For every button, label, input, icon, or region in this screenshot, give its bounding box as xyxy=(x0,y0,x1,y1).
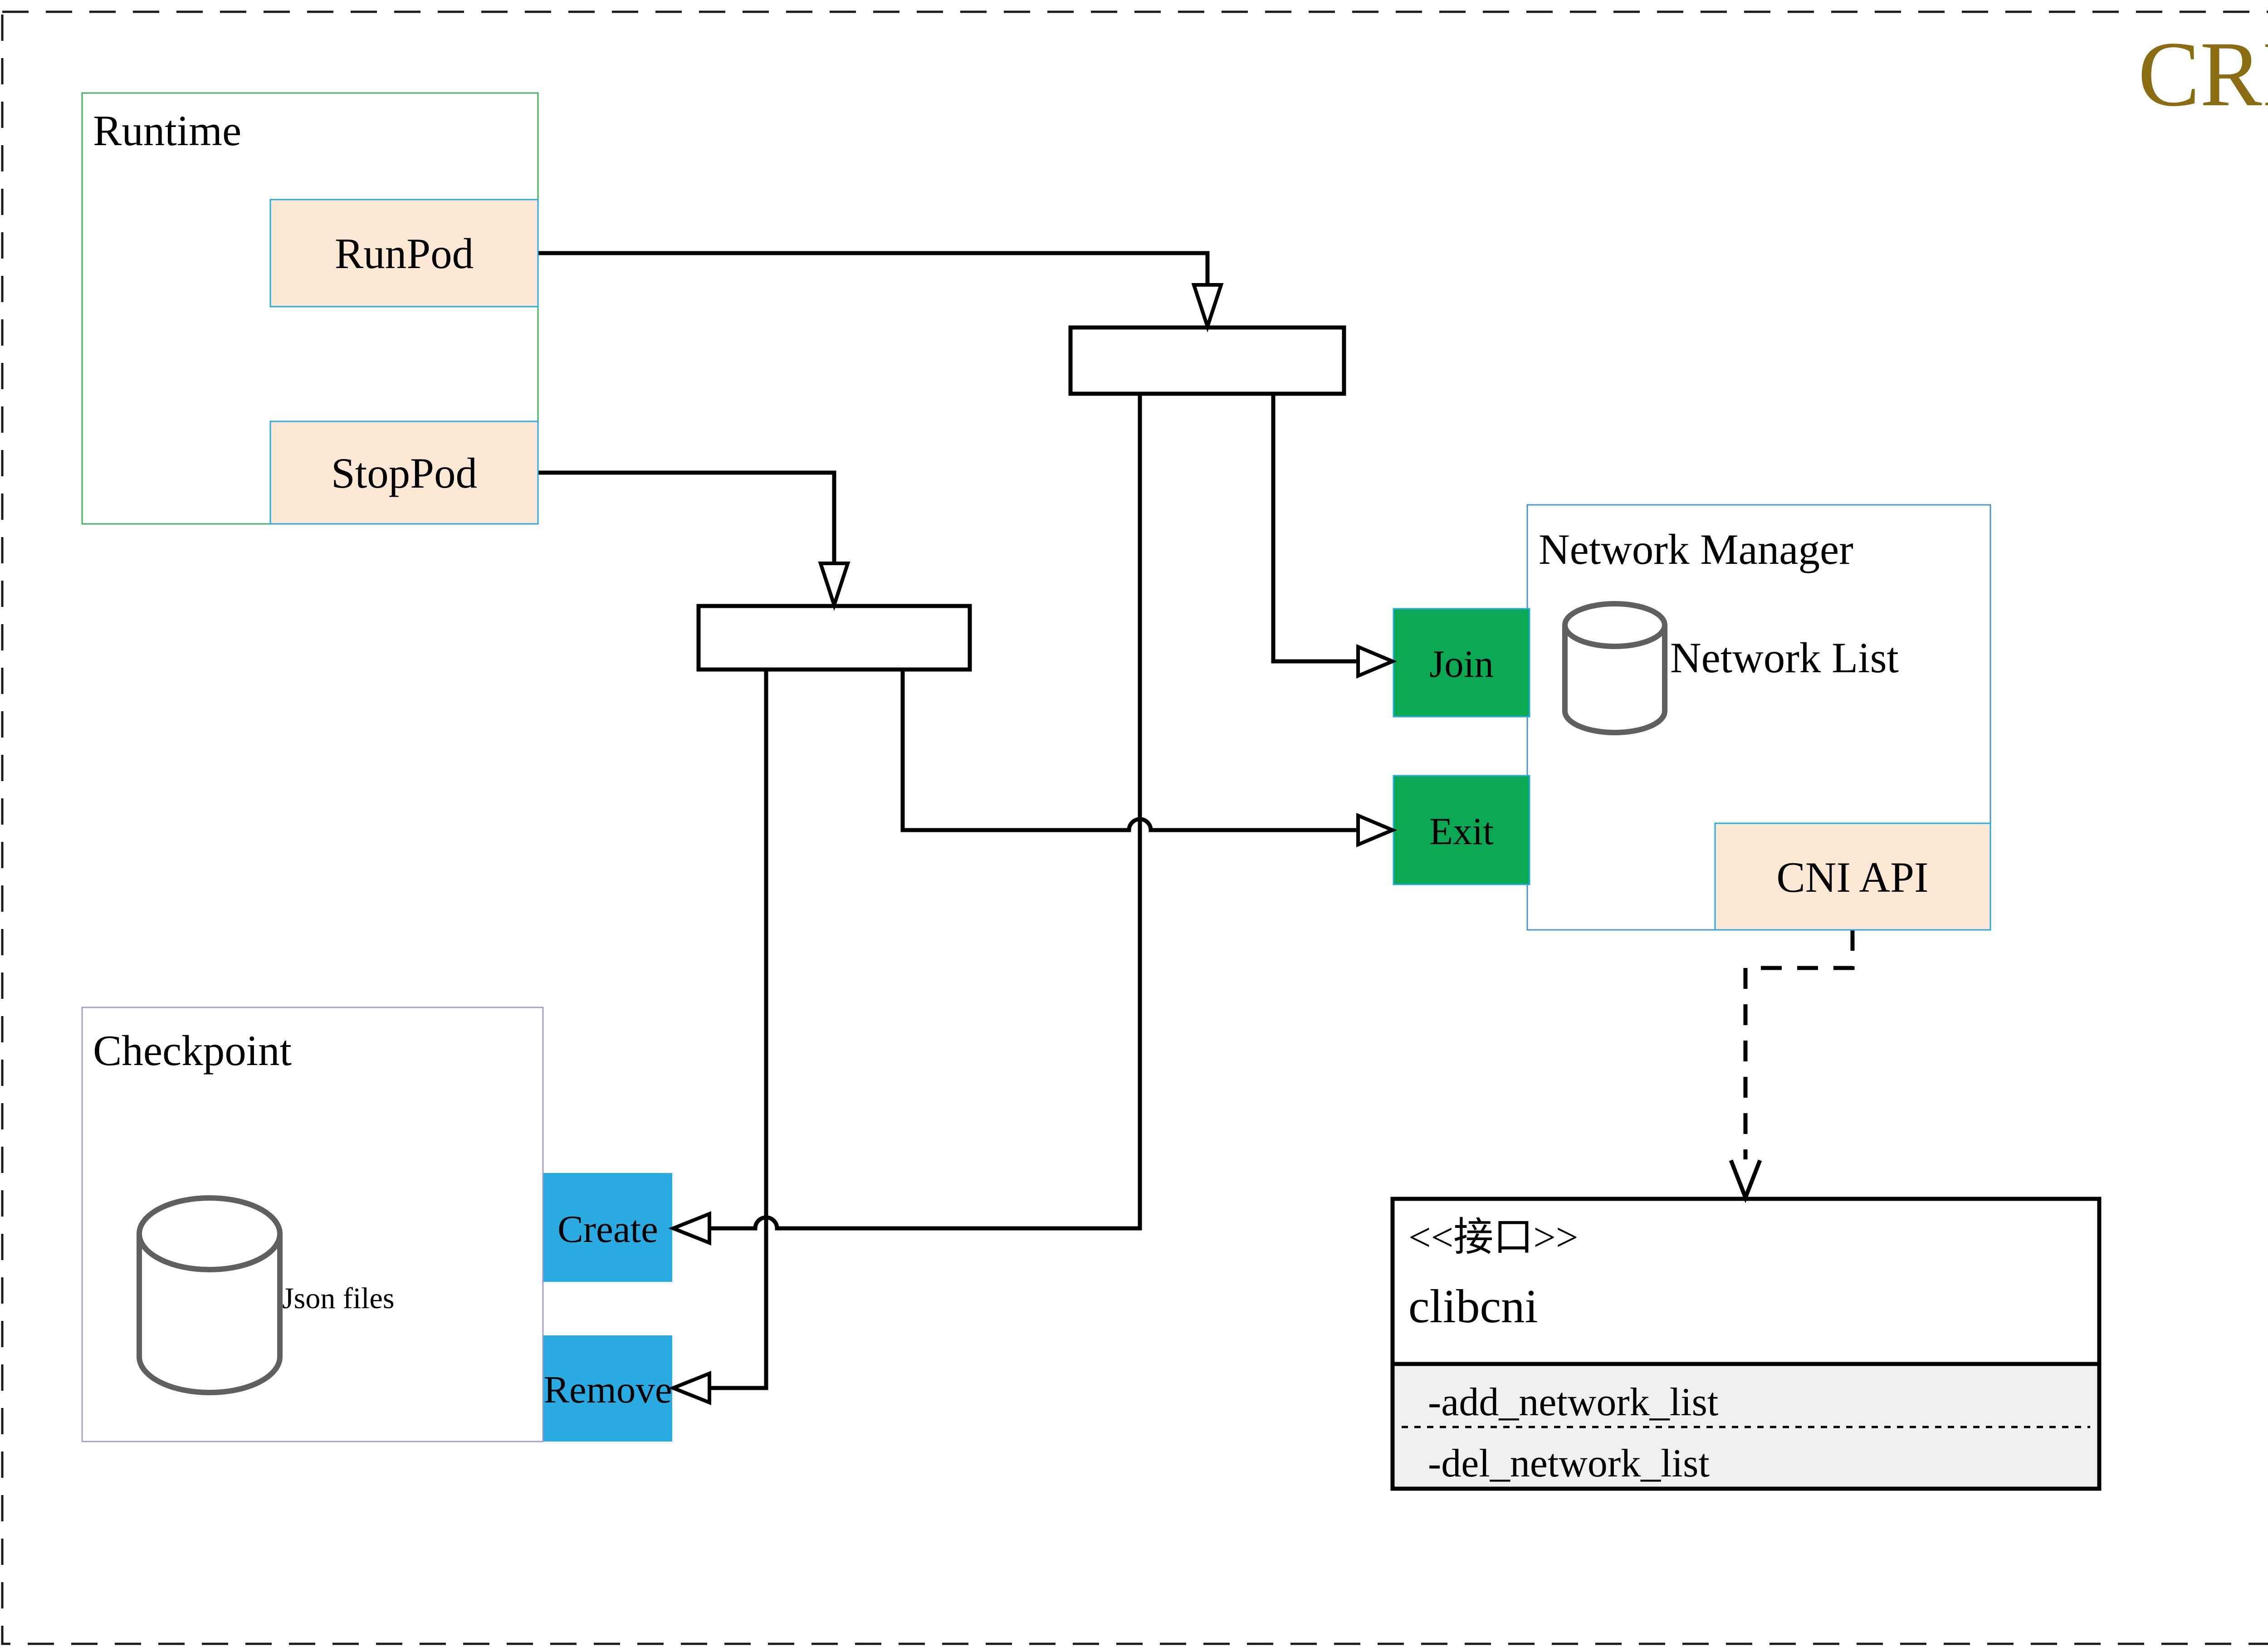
runpod-button[interactable] xyxy=(269,199,539,308)
runtime-label: Runtime xyxy=(93,107,241,155)
join-button[interactable] xyxy=(1393,608,1530,718)
json-files-cylinder-icon xyxy=(137,1195,283,1395)
stoppod-to-junction2-line xyxy=(538,470,836,563)
arrowhead-left-remove-icon xyxy=(668,1371,711,1405)
create-label: Create xyxy=(557,1208,658,1251)
network-list-cylinder-icon xyxy=(1562,601,1667,735)
exit-label: Exit xyxy=(1429,810,1494,853)
network-list-label: Network List xyxy=(1670,634,1899,682)
interface-box xyxy=(1390,1197,2102,1491)
network-manager-label: Network Manager xyxy=(1539,525,1853,573)
runpod-label: RunPod xyxy=(335,230,474,278)
arrowhead-open-interface-icon xyxy=(1729,1159,1762,1203)
cni-api-box xyxy=(1714,822,1991,931)
remove-button[interactable] xyxy=(543,1335,672,1442)
cni-api-label: CNI API xyxy=(1776,853,1928,901)
junction-box-1 xyxy=(1068,325,1346,396)
page-dashed-border xyxy=(1,10,2268,1645)
arrowhead-left-create-icon xyxy=(668,1211,711,1246)
exit-button[interactable] xyxy=(1393,775,1530,885)
create-button[interactable] xyxy=(543,1173,672,1282)
checkpoint-label: Checkpoint xyxy=(93,1026,292,1075)
arrowhead-down-junction1-icon xyxy=(1191,283,1224,332)
interface-method-del: -del_network_list xyxy=(1428,1442,1710,1486)
interface-stereotype-label: <<接口>> xyxy=(1408,1216,1579,1260)
interface-name-label: clibcni xyxy=(1408,1280,1538,1333)
junction2-to-remove-line xyxy=(709,670,768,1390)
arrowhead-down-junction2-icon xyxy=(818,562,850,611)
cylinder-body xyxy=(137,1234,283,1395)
page-title: CRI xyxy=(2138,23,2268,126)
junction1-to-join-line xyxy=(1271,394,1358,664)
arrowhead-right-join-icon xyxy=(1356,644,1398,679)
join-label: Join xyxy=(1429,643,1494,685)
junction2-to-exit-line xyxy=(900,670,1358,832)
runpod-to-junction1-line xyxy=(538,251,1210,285)
cni-api-to-interface-dashed-line xyxy=(1743,930,1855,1159)
cylinder-top xyxy=(137,1195,283,1272)
json-files-label: Json files xyxy=(282,1282,395,1315)
junction1-to-create-line xyxy=(709,394,1142,1231)
cylinder-body xyxy=(1562,625,1667,735)
junction-box-2 xyxy=(696,604,972,672)
arrowhead-right-exit-icon xyxy=(1356,812,1398,848)
stoppod-label: StopPod xyxy=(331,449,477,497)
interface-method-add: -add_network_list xyxy=(1428,1380,1718,1424)
cylinder-top xyxy=(1562,601,1667,649)
remove-label: Remove xyxy=(543,1368,672,1411)
stoppod-button[interactable] xyxy=(269,420,539,525)
